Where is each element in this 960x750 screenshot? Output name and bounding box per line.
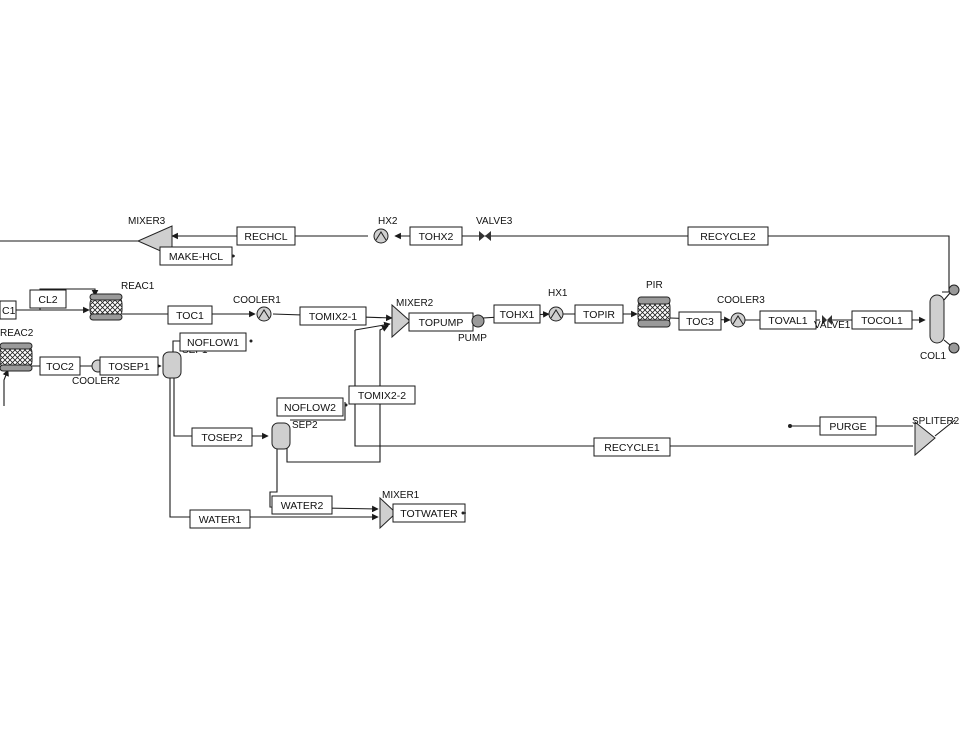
- svg-text:REAC1: REAC1: [121, 281, 155, 292]
- stream-rechcl[interactable]: RECHCL: [236, 226, 296, 246]
- stream-tohx1[interactable]: TOHX1: [493, 304, 541, 324]
- svg-text:TOC2: TOC2: [46, 361, 74, 373]
- stream-toc1[interactable]: TOC1: [167, 305, 213, 325]
- cooler3-block[interactable]: COOLER3: [717, 295, 765, 328]
- stream-tomix2-2[interactable]: TOMIX2-2: [348, 385, 416, 405]
- svg-text:TOSEP2: TOSEP2: [201, 432, 242, 444]
- stream-toval1[interactable]: TOVAL1: [759, 310, 817, 330]
- stream-noflow1[interactable]: NOFLOW1: [179, 332, 253, 352]
- svg-text:PURGE: PURGE: [829, 421, 866, 433]
- stream-totwater[interactable]: TOTWATER: [392, 503, 466, 523]
- second-row-lines: [2, 321, 956, 521]
- stream-make-hcl[interactable]: MAKE-HCL: [159, 246, 236, 266]
- stream-cl2[interactable]: CL2: [29, 289, 67, 309]
- svg-text:RECHCL: RECHCL: [244, 231, 287, 243]
- sep2-block[interactable]: SEP2: [271, 420, 318, 450]
- col1-block[interactable]: COL1: [920, 284, 960, 362]
- stream-tohx2[interactable]: TOHX2: [409, 226, 463, 246]
- stream-water2[interactable]: WATER2: [271, 495, 333, 515]
- stream-recycle1[interactable]: RECYCLE1: [593, 437, 671, 457]
- stream-tosep2[interactable]: TOSEP2: [191, 427, 253, 447]
- svg-text:TOPUMP: TOPUMP: [419, 317, 464, 329]
- stream-topir[interactable]: TOPIR: [574, 304, 624, 324]
- cooler1-block[interactable]: COOLER1: [233, 295, 281, 322]
- hx2-block[interactable]: HX2: [373, 216, 398, 244]
- svg-text:TOMIX2-1: TOMIX2-1: [309, 311, 357, 323]
- svg-text:PUMP: PUMP: [458, 333, 487, 344]
- svg-text:MIXER2: MIXER2: [396, 298, 434, 309]
- svg-text:VALVE3: VALVE3: [476, 216, 513, 227]
- stream-toc2[interactable]: TOC2: [39, 356, 81, 376]
- stream-recycle2[interactable]: RECYCLE2: [687, 226, 769, 246]
- stream-water1[interactable]: WATER1: [189, 509, 251, 529]
- svg-text:TOC3: TOC3: [686, 316, 714, 328]
- stream-topump[interactable]: TOPUMP: [408, 312, 474, 332]
- pump-block[interactable]: PUMP: [458, 314, 487, 344]
- svg-text:WATER2: WATER2: [281, 500, 324, 512]
- svg-text:VALVE1: VALVE1: [814, 320, 851, 331]
- mixer1-block[interactable]: MIXER1: [379, 490, 420, 530]
- stream-tomix2-1[interactable]: TOMIX2-1: [299, 306, 367, 326]
- stream-tosep1[interactable]: TOSEP1: [99, 356, 159, 376]
- valve3-block[interactable]: VALVE3: [476, 216, 513, 241]
- svg-text:COOLER2: COOLER2: [72, 376, 120, 387]
- svg-text:HX2: HX2: [378, 216, 398, 227]
- stream-tocol1[interactable]: TOCOL1: [851, 310, 913, 330]
- svg-text:TOHX2: TOHX2: [419, 231, 454, 243]
- svg-text:TOPIR: TOPIR: [583, 309, 615, 321]
- svg-text:MIXER1: MIXER1: [382, 490, 420, 501]
- svg-text:TOSEP1: TOSEP1: [108, 361, 149, 373]
- svg-text:SPLITER2: SPLITER2: [912, 416, 960, 427]
- mixer2-block[interactable]: MIXER2: [391, 298, 434, 339]
- svg-text:RECYCLE2: RECYCLE2: [700, 231, 756, 243]
- svg-text:TOC1: TOC1: [176, 310, 204, 322]
- svg-text:REAC2: REAC2: [0, 328, 34, 339]
- svg-text:TOTWATER: TOTWATER: [400, 508, 458, 520]
- hx1-block[interactable]: HX1: [548, 288, 568, 322]
- svg-text:WATER1: WATER1: [199, 514, 242, 526]
- pir-block[interactable]: PIR: [637, 280, 671, 328]
- svg-text:COOLER1: COOLER1: [233, 295, 281, 306]
- svg-text:RECYCLE1: RECYCLE1: [604, 442, 660, 454]
- svg-text:TOCOL1: TOCOL1: [861, 315, 903, 327]
- stream-c1[interactable]: C1: [0, 300, 17, 320]
- stream-noflow2[interactable]: NOFLOW2: [276, 397, 348, 417]
- svg-text:TOVAL1: TOVAL1: [768, 315, 807, 327]
- spliter-block[interactable]: SPLITER2: [912, 416, 960, 457]
- reac2-block[interactable]: REAC2: [0, 328, 34, 372]
- stream-purge[interactable]: PURGE: [788, 416, 877, 436]
- svg-text:COL1: COL1: [920, 351, 947, 362]
- stream-toc3[interactable]: TOC3: [678, 311, 722, 331]
- svg-text:TOHX1: TOHX1: [500, 309, 535, 321]
- svg-text:NOFLOW1: NOFLOW1: [187, 337, 239, 349]
- svg-text:HX1: HX1: [548, 288, 568, 299]
- svg-text:MIXER3: MIXER3: [128, 216, 166, 227]
- svg-text:MAKE-HCL: MAKE-HCL: [169, 251, 223, 263]
- svg-text:PIR: PIR: [646, 280, 663, 291]
- svg-text:C1: C1: [2, 305, 16, 317]
- svg-text:SEP2: SEP2: [292, 420, 318, 431]
- svg-text:NOFLOW2: NOFLOW2: [284, 402, 336, 414]
- svg-text:TOMIX2-2: TOMIX2-2: [358, 390, 406, 402]
- svg-text:COOLER3: COOLER3: [717, 295, 765, 306]
- reac1-block[interactable]: REAC1: [89, 281, 155, 321]
- valve1-block[interactable]: VALVE1: [814, 315, 851, 331]
- svg-text:CL2: CL2: [38, 294, 57, 306]
